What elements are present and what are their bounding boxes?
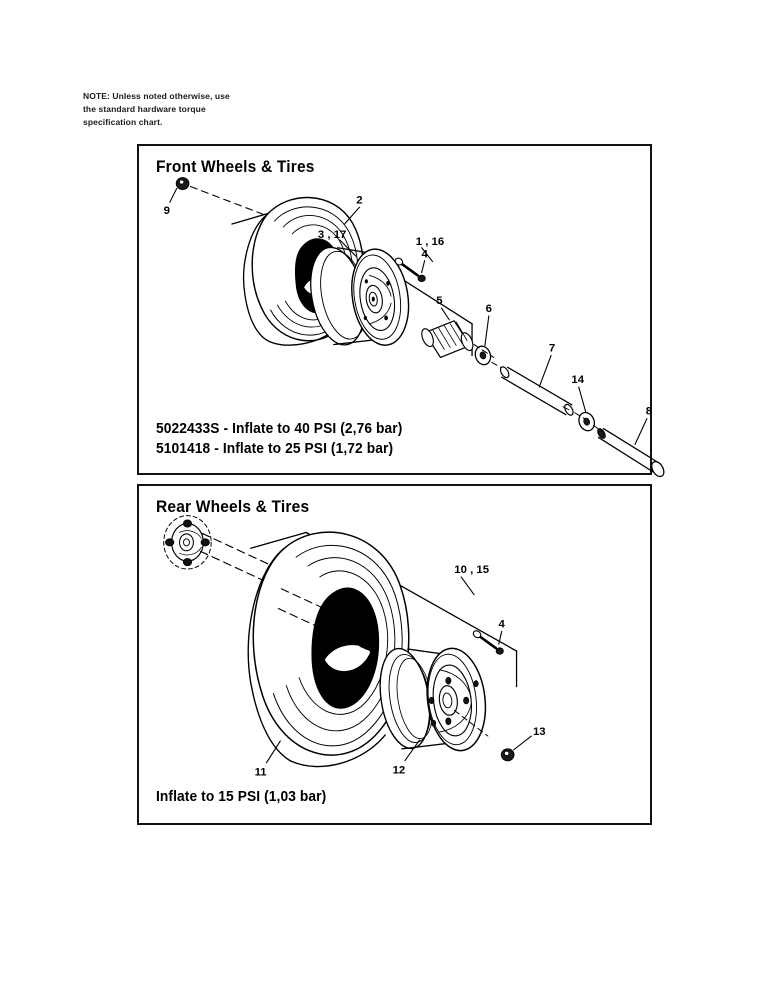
callout-13: 13 xyxy=(533,726,546,738)
rear-footer-line-1: Inflate to 15 PSI (1,03 bar) xyxy=(156,789,327,805)
part-14-washer xyxy=(578,386,596,432)
part-8-bolt xyxy=(597,418,665,478)
callout-4-rear: 4 xyxy=(499,618,506,630)
part-4-valve-stem-rear xyxy=(472,630,504,655)
part-3-17-rim xyxy=(310,239,410,346)
part-11-tire xyxy=(247,531,410,768)
callout-2: 2 xyxy=(356,194,362,206)
callout-9: 9 xyxy=(164,205,170,217)
part-7-spacer-tube xyxy=(499,354,574,416)
note-line-3: specification chart. xyxy=(83,116,163,127)
callout-8: 8 xyxy=(646,406,652,418)
part-5-bushing xyxy=(421,307,474,359)
part-12-rim xyxy=(379,647,489,762)
callout-1-16: 1 , 16 xyxy=(416,236,444,248)
callout-6: 6 xyxy=(486,303,492,315)
part-9-nut xyxy=(169,177,190,203)
hub-assembly xyxy=(163,515,212,570)
callout-5: 5 xyxy=(436,295,442,307)
part-13-nut xyxy=(500,735,532,762)
panel-footer-front: 5022433S - Inflate to 40 PSI (2,76 bar) … xyxy=(156,419,402,459)
note-line-1: NOTE: Unless noted otherwise, use xyxy=(83,91,230,101)
front-footer-line-1: 5022433S - Inflate to 40 PSI (2,76 bar) xyxy=(156,421,403,437)
panel-footer-rear: Inflate to 15 PSI (1,03 bar) xyxy=(156,787,326,807)
panel-title-front: Front Wheels & Tires xyxy=(156,158,315,176)
note-line-2: the standard hardware torque xyxy=(83,103,206,114)
callout-7: 7 xyxy=(549,342,555,354)
callout-3-17: 3 , 17 xyxy=(318,229,346,241)
part-4-valve-stem xyxy=(394,257,426,283)
callout-14: 14 xyxy=(571,374,584,386)
front-exploded-diagram: 1 , 16 2 3 , 17 4 5 6 7 8 9 14 xyxy=(164,177,665,478)
front-footer-line-2: 5101418 - Inflate to 25 PSI (1,72 bar) xyxy=(156,441,394,457)
callout-12: 12 xyxy=(393,765,406,777)
callout-10-15: 10 , 15 xyxy=(454,564,489,576)
panel-rear-wheels-tires: Rear Wheels & Tires xyxy=(137,484,652,825)
callout-11: 11 xyxy=(255,767,267,779)
part-6-washer xyxy=(474,315,492,366)
callout-4: 4 xyxy=(421,249,428,261)
panel-front-wheels-tires: Front Wheels & Tires xyxy=(137,144,665,478)
rear-exploded-diagram: 10 , 15 11 12 4 13 xyxy=(163,515,546,779)
panel-title-rear: Rear Wheels & Tires xyxy=(156,498,310,516)
note-block: NOTE: Unless noted otherwise, use the st… xyxy=(83,90,313,129)
